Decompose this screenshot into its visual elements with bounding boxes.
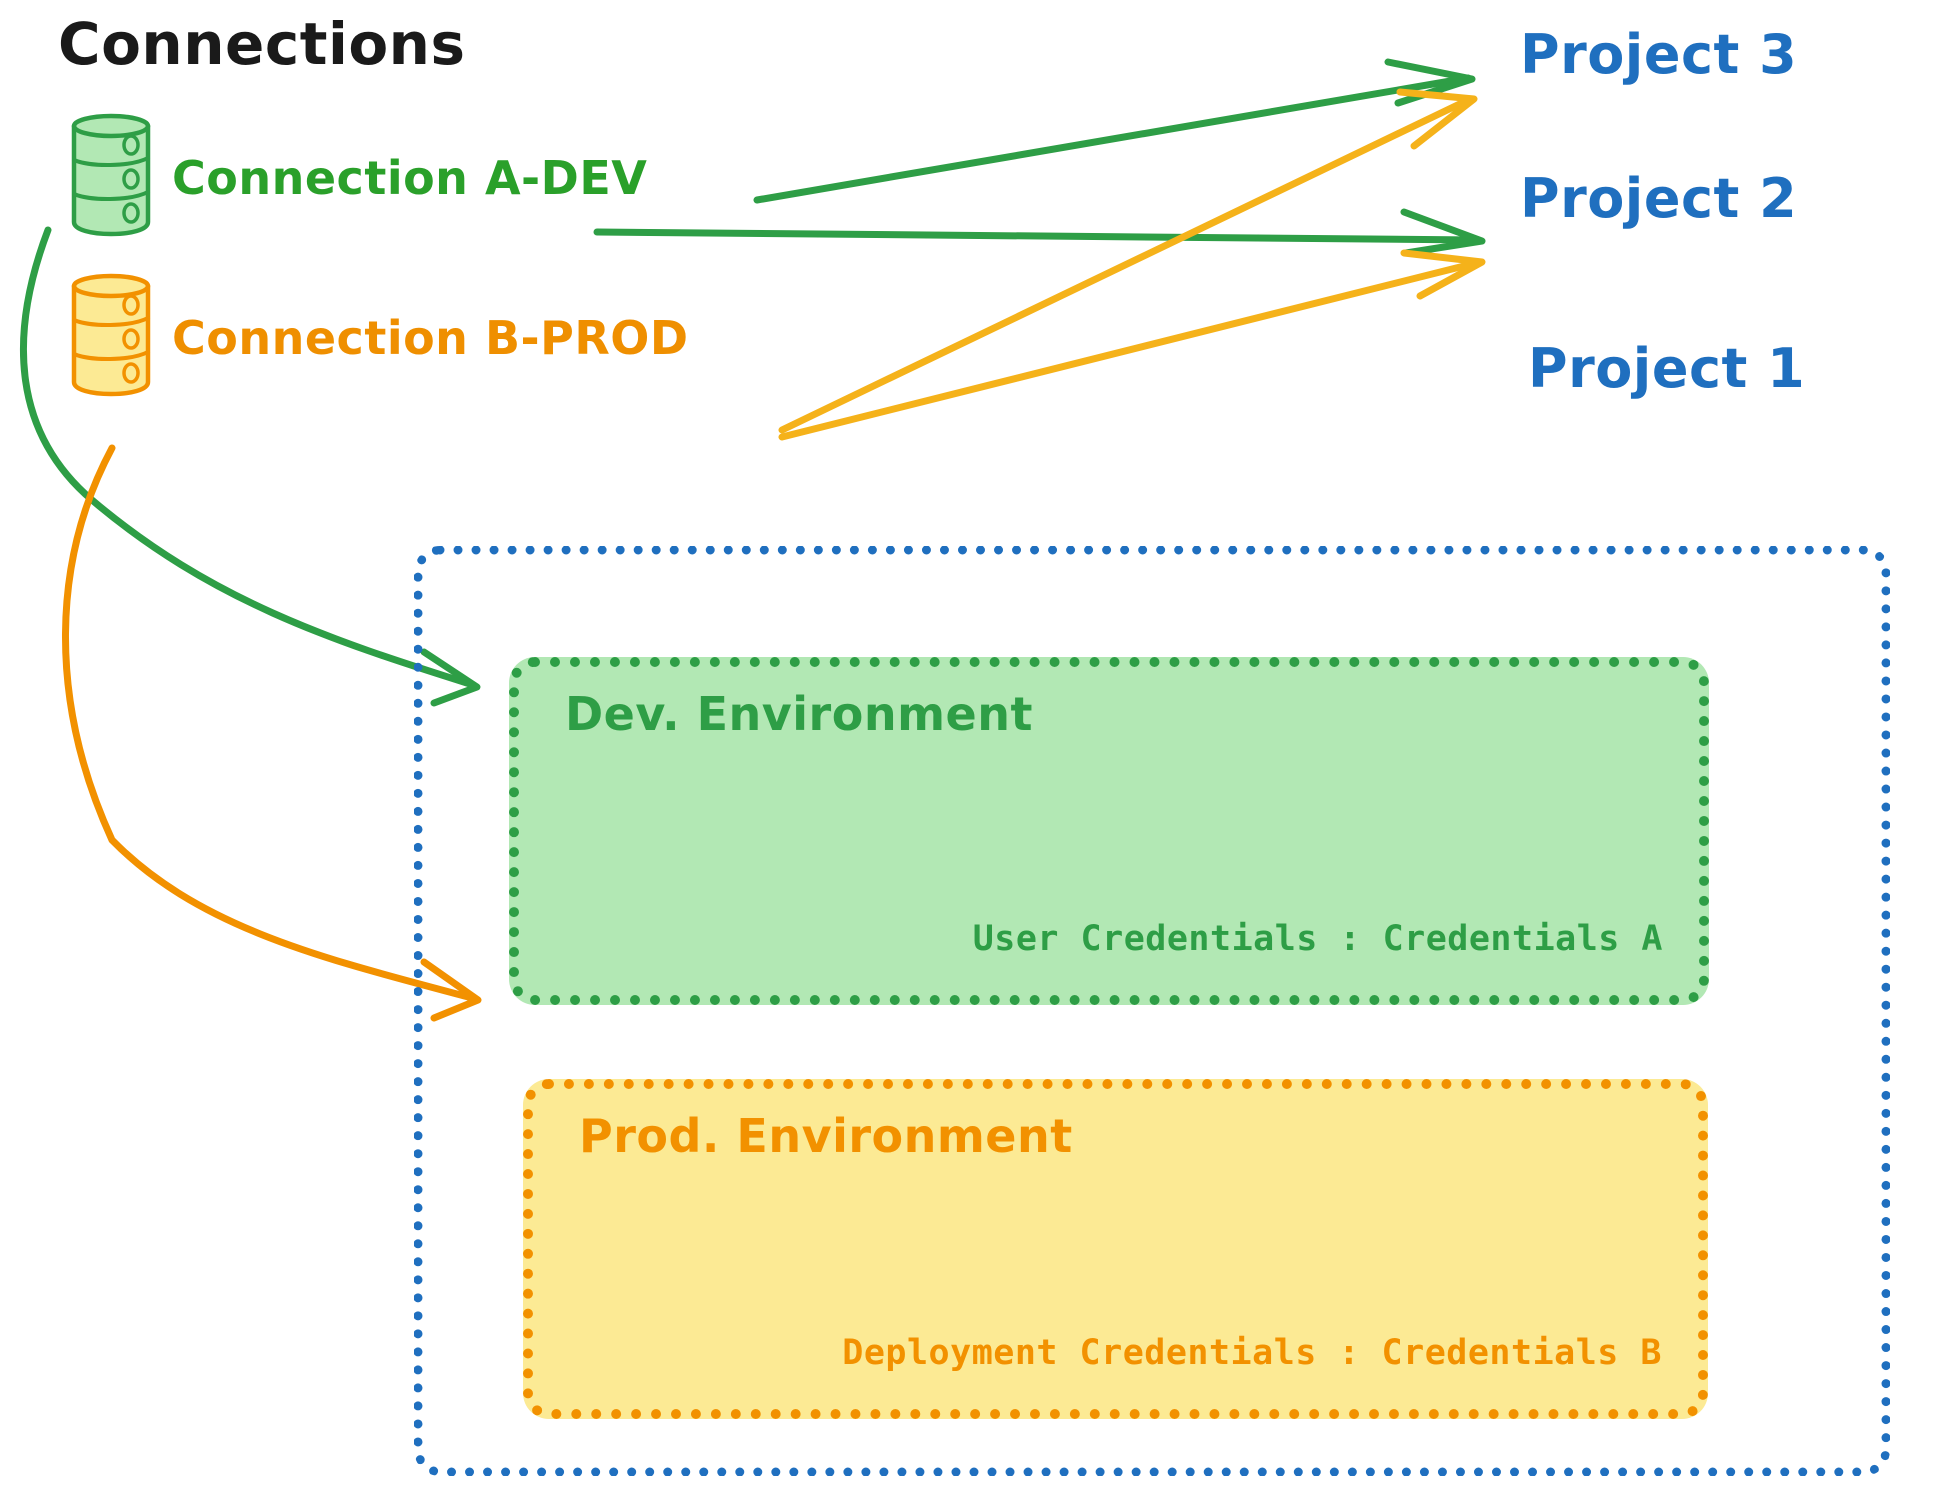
connection-label-b-prod: Connection B-PROD [172,310,689,365]
dev-environment-box[interactable]: Dev. Environment User Credentials : Cred… [509,657,1709,1005]
prod-environment-title: Prod. Environment [579,1109,1073,1163]
project-label-project-1[interactable]: Project 1 [1528,337,1806,400]
connection-item-b-prod[interactable]: Connection B-PROD [68,272,689,397]
database-icon [71,113,151,237]
dev-environment-credentials: User Credentials : Credentials A [972,919,1663,959]
edge-bprod-to-project2 [778,249,1486,441]
edge-adev-to-project3 [753,58,1476,204]
database-icon [71,273,151,397]
connection-label-a-dev: Connection A-DEV [172,150,648,205]
project-label-project-3[interactable]: Project 3 [1520,23,1798,86]
dev-environment-title: Dev. Environment [565,687,1033,741]
edge-adev-to-project2 [593,208,1486,257]
project-1-container: Dev. Environment User Credentials : Cred… [414,546,1890,1476]
connection-item-a-dev[interactable]: Connection A-DEV [68,112,647,237]
page-title: Connections [58,10,466,78]
prod-environment-credentials: Deployment Credentials : Credentials B [842,1333,1662,1373]
prod-environment-box[interactable]: Prod. Environment Deployment Credentials… [523,1079,1708,1419]
project-label-project-2[interactable]: Project 2 [1520,167,1798,230]
edge-bprod-to-project3 [778,88,1478,434]
